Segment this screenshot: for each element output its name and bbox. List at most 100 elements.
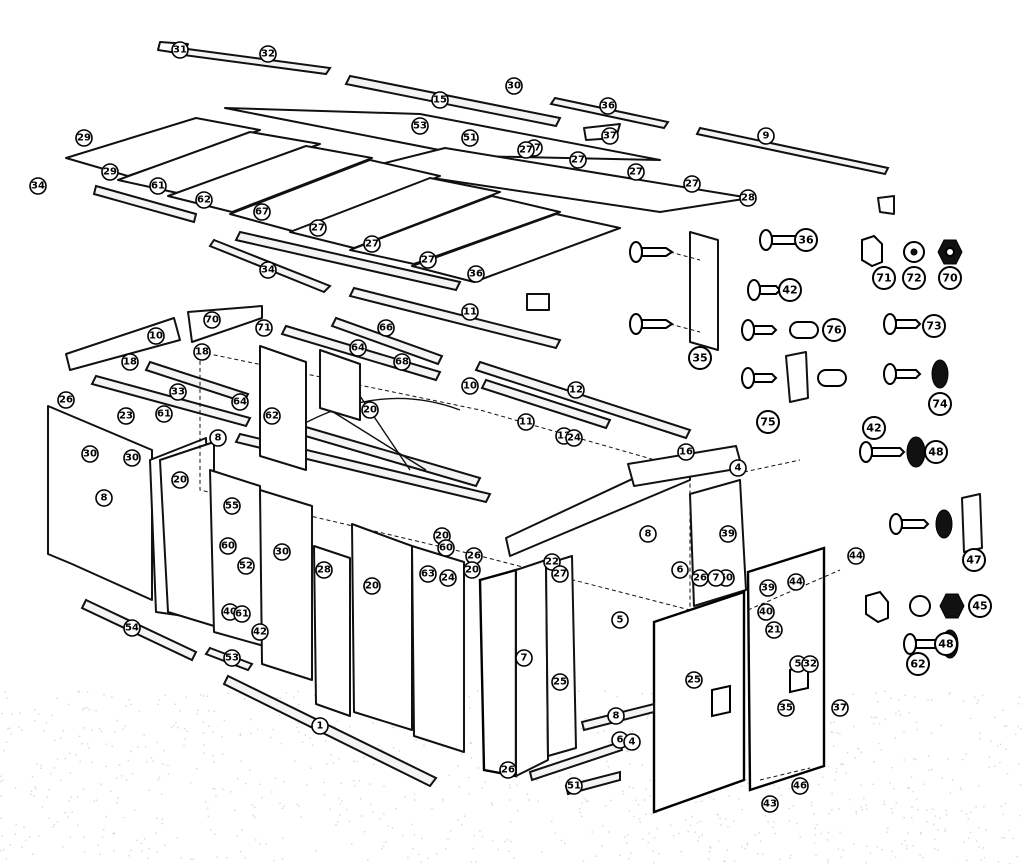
part-number-label: 52 (239, 561, 253, 572)
part-number-label: 29 (77, 133, 91, 144)
roof-clip (526, 293, 550, 311)
speckle-dot (911, 817, 913, 819)
speckle-dot (167, 773, 170, 775)
speckle-dot (869, 852, 872, 854)
speckle-dot (56, 697, 58, 700)
speckle-dot (234, 809, 236, 812)
part-callout: 35 (688, 346, 712, 370)
speckle-dot (381, 847, 383, 850)
part-number-label: 61 (235, 609, 249, 620)
speckle-dot (587, 800, 589, 802)
speckle-dot (144, 838, 146, 840)
speckle-dot (122, 816, 125, 819)
base-rail-right-2 (528, 740, 624, 782)
part-number-label: 21 (767, 625, 781, 636)
speckle-dot (1014, 733, 1017, 736)
speckle-dot (385, 841, 387, 843)
speckle-dot (75, 754, 77, 756)
speckle-dot (606, 760, 608, 763)
speckle-dot (944, 830, 946, 832)
part-callout: 51 (565, 777, 583, 795)
speckle-dot (817, 783, 820, 785)
speckle-dot (788, 807, 790, 809)
speckle-dot (607, 766, 610, 768)
speckle-dot (865, 804, 867, 806)
part-callout: 22 (543, 553, 561, 571)
speckle-dot (203, 695, 205, 697)
speckle-dot (245, 783, 247, 785)
speckle-dot (883, 800, 886, 802)
speckle-dot (687, 830, 689, 833)
speckle-dot (680, 850, 682, 853)
speckle-dot (67, 703, 70, 706)
speckle-dot (387, 825, 390, 827)
speckle-dot (717, 814, 719, 816)
speckle-dot (939, 817, 941, 819)
speckle-dot (236, 835, 238, 837)
speckle-dot (916, 728, 918, 731)
speckle-dot (115, 777, 118, 779)
speckle-dot (407, 856, 409, 859)
speckle-dot (101, 836, 104, 838)
speckle-dot (463, 815, 466, 817)
part-callout: 20 (463, 561, 481, 579)
speckle-dot (1006, 772, 1009, 775)
speckle-dot (278, 714, 281, 716)
speckle-dot (491, 804, 494, 806)
part-number-callouts: 3132153036937282753512727272934296162672… (29, 41, 992, 813)
frame-rail-top-center-2 (330, 316, 444, 366)
speckle-dot (564, 842, 566, 845)
speckle-dot (767, 821, 769, 823)
speckle-dot (64, 757, 66, 760)
part-callout: 42 (778, 278, 802, 302)
speckle-dot (378, 818, 381, 820)
speckle-dot (121, 775, 123, 777)
speckle-dot (82, 708, 84, 711)
part-callout: 36 (794, 228, 818, 252)
speckle-dot (442, 800, 444, 802)
speckle-dot (152, 760, 154, 762)
speckle-dot (631, 730, 633, 732)
part-callout: 24 (565, 429, 583, 447)
speckle-dot (708, 850, 711, 853)
speckle-dot (960, 810, 963, 812)
speckle-dot (297, 722, 299, 724)
speckle-dot (77, 796, 79, 798)
speckle-dot (772, 826, 774, 828)
speckle-dot (113, 832, 116, 834)
speckle-dot (641, 764, 643, 766)
speckle-dot (889, 782, 891, 784)
speckle-dot (595, 855, 597, 857)
speckle-dot (173, 724, 175, 727)
speckle-dot (878, 723, 881, 725)
part-number-label: 42 (253, 627, 267, 638)
part-number-label: 28 (317, 565, 331, 576)
speckle-dot (745, 778, 747, 781)
speckle-dot (423, 744, 425, 747)
speckle-dot (813, 842, 816, 845)
speckle-dot (895, 713, 897, 715)
part-number-label: 1 (317, 721, 324, 732)
speckle-dot (110, 790, 112, 792)
speckle-dot (353, 760, 355, 762)
speckle-dot (678, 832, 680, 835)
part-callout: 62 (906, 652, 930, 676)
speckle-dot (32, 853, 34, 855)
speckle-dot (53, 767, 55, 769)
speckle-dot (999, 761, 1001, 764)
part-callout: 66 (377, 319, 395, 337)
part-callout: 7 (515, 649, 533, 667)
speckle-dot (977, 699, 980, 702)
speckle-dot (860, 751, 863, 753)
speckle-dot (708, 796, 710, 798)
speckle-dot (948, 693, 950, 695)
part-number-label: 53 (225, 653, 239, 664)
part-callout: 42 (862, 416, 886, 440)
speckle-dot (875, 692, 877, 694)
part-callout: 37 (601, 127, 619, 145)
speckle-dot (88, 747, 90, 749)
speckle-dot (77, 824, 79, 826)
part-number-label: 63 (421, 569, 435, 580)
speckle-dot (157, 703, 159, 705)
speckle-dot (252, 814, 254, 817)
